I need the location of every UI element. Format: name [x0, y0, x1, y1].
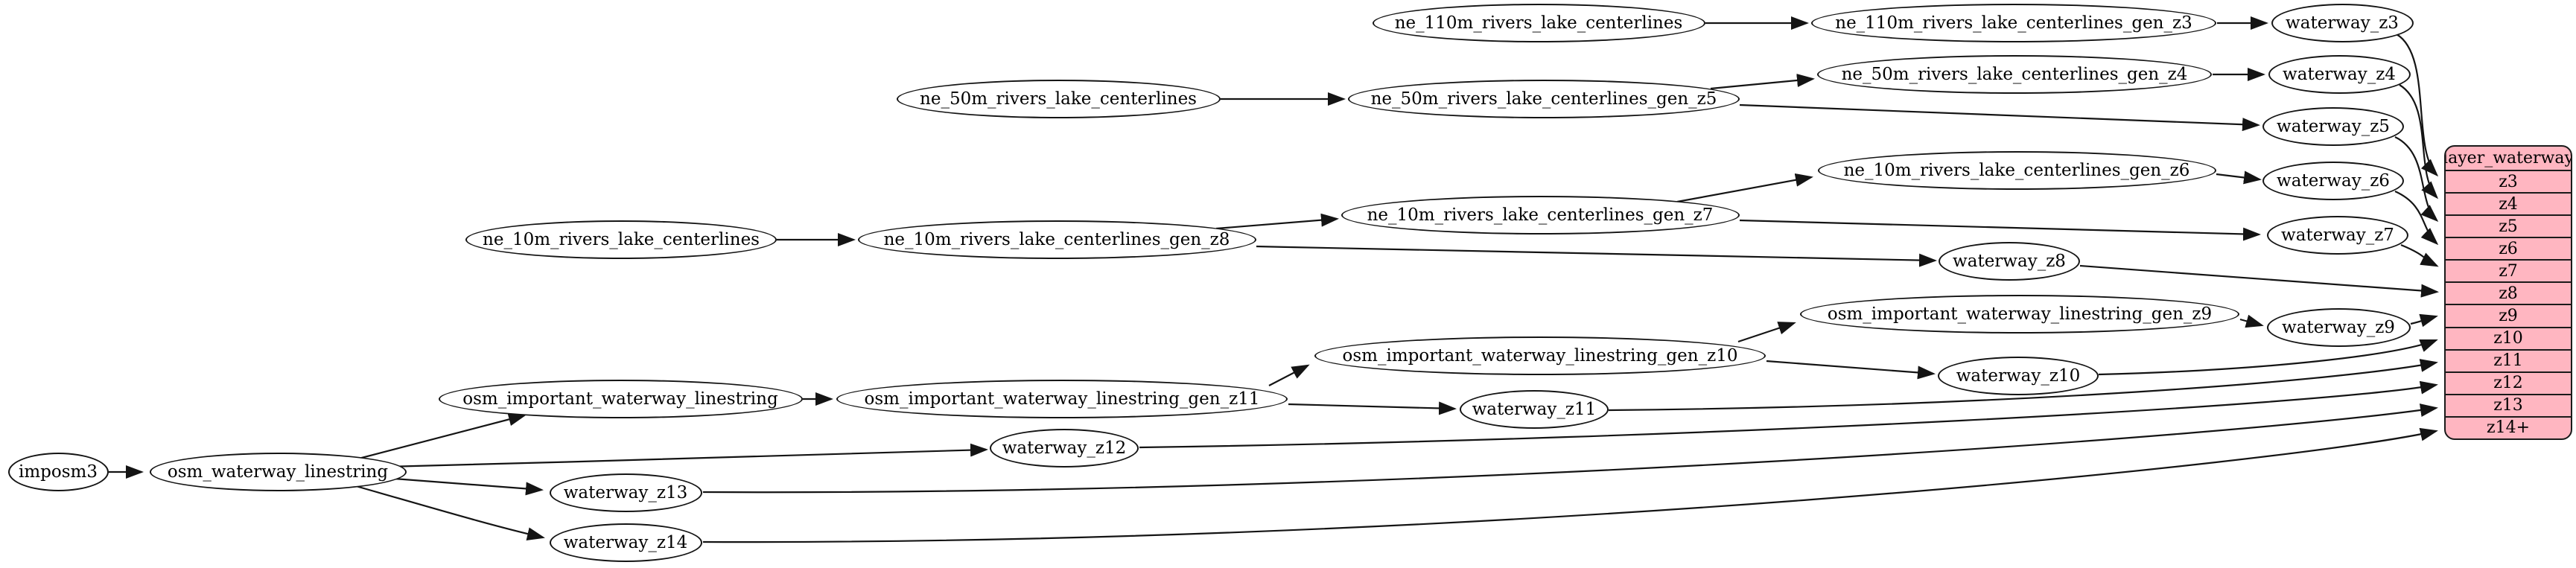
- edge-ne_50m_rivers_lake_centerlines_gen_z5-to-waterway_z5: [1739, 103, 2260, 132]
- edge-waterway_z7-to-layer_waterway.z7: [2400, 243, 2439, 267]
- table-row-z10: z10: [2446, 326, 2571, 349]
- edge-osm_important_waterway_linestring_gen_z11-to-osm_important_waterway_linestring_gen_z10: [1268, 364, 1310, 386]
- edge-waterway_z13-to-layer_waterway.z13: [702, 403, 2438, 494]
- edge-ne_10m_rivers_lake_centerlines_gen_z7-to-ne_10m_rivers_lake_centerlines_gen_z6: [1676, 173, 1813, 203]
- node-waterway_z6: waterway_z6: [2262, 162, 2404, 200]
- node-waterway_z14: waterway_z14: [549, 523, 702, 562]
- edge-waterway_z11-to-layer_waterway.z11: [1608, 359, 2438, 412]
- table-row-z13: z13: [2446, 393, 2571, 416]
- node-waterway_z7: waterway_z7: [2267, 216, 2408, 255]
- edge-waterway_z12-to-layer_waterway.z12: [1139, 380, 2438, 449]
- node-imposm3: imposm3: [7, 453, 109, 491]
- node-ne_50m_rivers_lake_centerlines: ne_50m_rivers_lake_centerlines: [896, 80, 1221, 118]
- edge-waterway_z14-to-layer_waterway.z14+: [702, 427, 2438, 543]
- node-waterway_z9: waterway_z9: [2266, 308, 2411, 347]
- node-ne_50m_rivers_lake_centerlines_gen_z4: ne_50m_rivers_lake_centerlines_gen_z4: [1817, 55, 2212, 94]
- table-row-z7: z7: [2446, 259, 2571, 281]
- edge-osm_important_waterway_linestring_gen_z10-to-osm_important_waterway_linestring_gen_z9: [1737, 322, 1796, 343]
- node-waterway_z10: waterway_z10: [1938, 357, 2099, 395]
- table-header: layer_waterway: [2444, 149, 2572, 167]
- node-waterway_z3: waterway_z3: [2271, 4, 2414, 42]
- node-osm_important_waterway_linestring_gen_z9: osm_important_waterway_linestring_gen_z9: [1800, 295, 2239, 334]
- edge-osm_waterway_linestring-to-waterway_z13: [384, 476, 544, 496]
- edge-waterway_z4-to-layer_waterway.z4: [2399, 84, 2439, 200]
- edge-osm_waterway_linestring-to-waterway_z12: [386, 443, 988, 468]
- edge-waterway_z3-to-layer_waterway.z3: [2396, 33, 2439, 177]
- node-ne_110m_rivers_lake_centerlines: ne_110m_rivers_lake_centerlines: [1372, 4, 1705, 42]
- node-osm_important_waterway_linestring_gen_z10: osm_important_waterway_linestring_gen_z1…: [1314, 336, 1766, 375]
- edge-osm_waterway_linestring-to-waterway_z14: [355, 485, 545, 541]
- table-row-z9: z9: [2446, 304, 2571, 326]
- node-waterway_z8: waterway_z8: [1939, 242, 2080, 281]
- table-row-z3: z3: [2446, 170, 2571, 192]
- edge-ne_10m_rivers_lake_centerlines_gen_z8-to-ne_10m_rivers_lake_centerlines_gen_z7: [1215, 213, 1339, 230]
- node-ne_10m_rivers_lake_centerlines_gen_z8: ne_10m_rivers_lake_centerlines_gen_z8: [857, 220, 1256, 259]
- node-osm_important_waterway_linestring: osm_important_waterway_linestring: [438, 380, 803, 418]
- node-waterway_z5: waterway_z5: [2262, 107, 2404, 146]
- node-waterway_z11: waterway_z11: [1460, 390, 1609, 429]
- table-row-z4: z4: [2446, 192, 2571, 214]
- node-osm_important_waterway_linestring_gen_z11: osm_important_waterway_linestring_gen_z1…: [836, 380, 1288, 418]
- edge-waterway_z5-to-layer_waterway.z5: [2394, 136, 2439, 223]
- table-row-z8: z8: [2446, 281, 2571, 304]
- table-row-z5: z5: [2446, 214, 2571, 237]
- edge-osm_important_waterway_linestring_gen_z9-to-waterway_z9: [2239, 314, 2264, 328]
- edge-osm_waterway_linestring-to-osm_important_waterway_linestring: [352, 412, 527, 462]
- node-waterway_z4: waterway_z4: [2268, 55, 2411, 94]
- edge-osm_important_waterway_linestring_gen_z10-to-waterway_z10: [1766, 360, 1936, 380]
- edge-ne_10m_rivers_lake_centerlines_gen_z7-to-waterway_z7: [1739, 219, 2261, 241]
- table-row-z14+: z14+: [2446, 415, 2571, 438]
- edge-waterway_z10-to-layer_waterway.z10: [2098, 339, 2438, 376]
- node-ne_50m_rivers_lake_centerlines_gen_z5: ne_50m_rivers_lake_centerlines_gen_z5: [1348, 80, 1740, 118]
- node-ne_10m_rivers_lake_centerlines_gen_z6: ne_10m_rivers_lake_centerlines_gen_z6: [1817, 151, 2216, 190]
- node-ne_10m_rivers_lake_centerlines: ne_10m_rivers_lake_centerlines: [465, 220, 777, 259]
- edge-ne_10m_rivers_lake_centerlines_gen_z6-to-waterway_z6: [2216, 170, 2262, 185]
- table-row-z11: z11: [2446, 348, 2571, 371]
- edge-ne_10m_rivers_lake_centerlines_gen_z8-to-waterway_z8: [1256, 245, 1937, 267]
- node-waterway_z12: waterway_z12: [990, 429, 1139, 468]
- edge-ne_50m_rivers_lake_centerlines_gen_z5-to-ne_50m_rivers_lake_centerlines_gen_z4: [1710, 74, 1815, 90]
- edge-waterway_z8-to-layer_waterway.z8: [2079, 264, 2439, 298]
- edge-waterway_z9-to-layer_waterway.z9: [2410, 313, 2438, 328]
- table-row-z6: z6: [2446, 237, 2571, 259]
- table-row-z12: z12: [2446, 371, 2571, 394]
- node-osm_waterway_linestring: osm_waterway_linestring: [149, 453, 407, 491]
- edge-waterway_z6-to-layer_waterway.z6: [2394, 190, 2439, 246]
- edge-osm_important_waterway_linestring_gen_z11-to-waterway_z11: [1288, 401, 1457, 415]
- node-waterway_z13: waterway_z13: [549, 473, 702, 512]
- node-ne_110m_rivers_lake_centerlines_gen_z3: ne_110m_rivers_lake_centerlines_gen_z3: [1811, 4, 2216, 42]
- node-ne_10m_rivers_lake_centerlines_gen_z7: ne_10m_rivers_lake_centerlines_gen_z7: [1341, 196, 1740, 234]
